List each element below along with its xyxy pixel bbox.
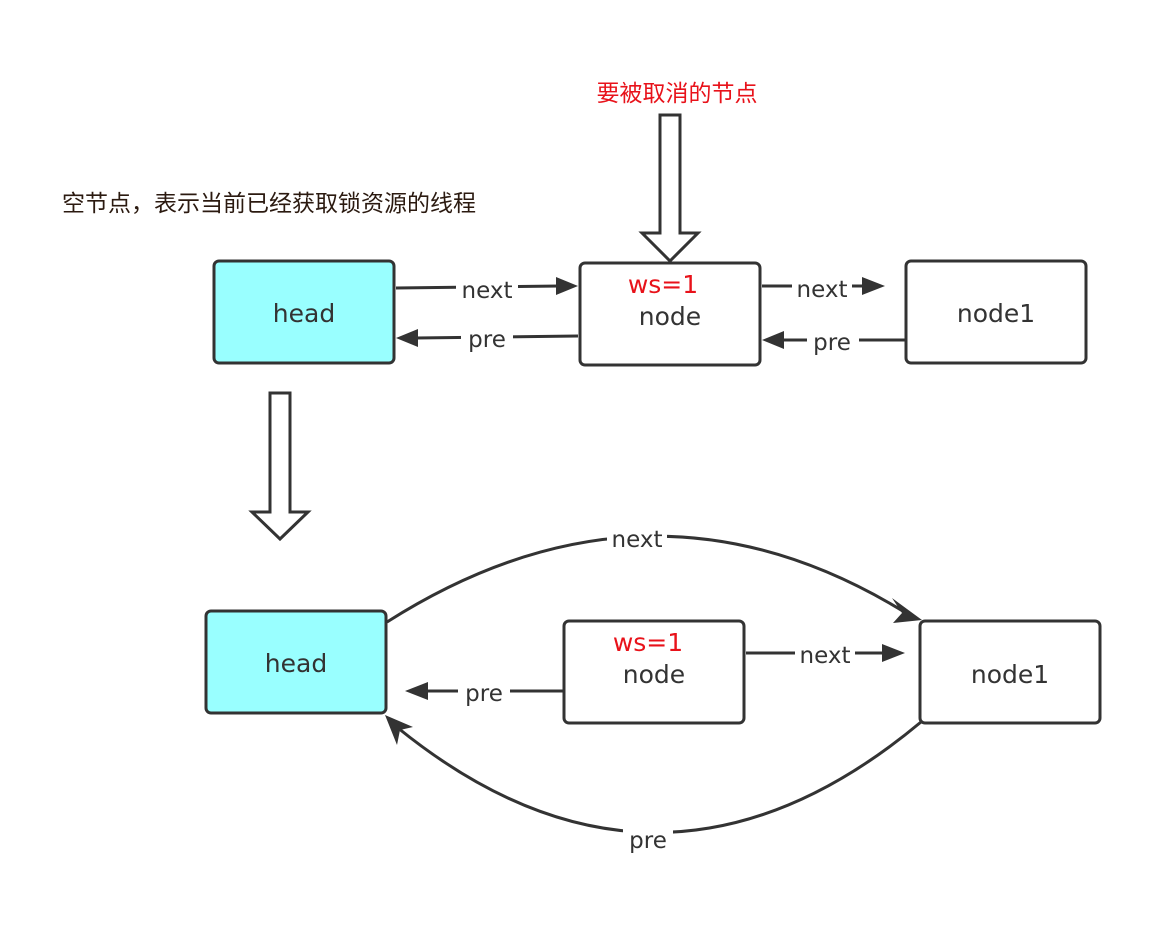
bottom-head-label: head [265, 649, 327, 678]
transition-arrow-icon [248, 391, 312, 542]
top-head-label: head [273, 299, 335, 328]
bottom-node-status: ws=1 [613, 628, 683, 657]
cancel-node-note: 要被取消的节点 [597, 81, 758, 107]
top-node-label: node [639, 302, 701, 331]
arrowhead-icon [385, 715, 413, 745]
arrowhead-icon [396, 329, 418, 347]
bottom-head-box [204, 609, 388, 715]
bottom-arc-next-label: next [612, 527, 663, 553]
bottom-node-pre-label: pre [465, 681, 503, 707]
top-node-status: ws=1 [628, 270, 698, 299]
bottom-node-box [562, 619, 746, 725]
arrowhead-icon [862, 277, 885, 295]
pointer-arrow-icon [638, 113, 702, 264]
top-node1-pre-label: pre [813, 330, 851, 356]
arrowhead-icon [882, 644, 905, 662]
bottom-node1-label: node1 [971, 660, 1049, 689]
top-node-box [578, 261, 762, 367]
bottom-node-label: node [623, 660, 685, 689]
bottom-arc-pre-edge [397, 720, 922, 834]
arrowhead-icon [762, 331, 784, 349]
bottom-node-next-label: next [800, 643, 851, 669]
top-head-box [212, 259, 396, 365]
bottom-node1-box [918, 619, 1102, 725]
arrowhead-icon [405, 682, 428, 700]
top-head-next-label: next [462, 278, 513, 304]
top-node1-label: node1 [957, 299, 1035, 328]
top-node-next-label: next [797, 277, 848, 303]
top-node1-box [904, 259, 1088, 365]
arrowhead-icon [556, 277, 578, 295]
top-node-pre-label: pre [468, 327, 506, 353]
bottom-arc-pre-label: pre [629, 828, 667, 854]
head-node-note: 空节点，表示当前已经获取锁资源的线程 [62, 191, 476, 217]
arrowhead-icon [892, 598, 922, 623]
